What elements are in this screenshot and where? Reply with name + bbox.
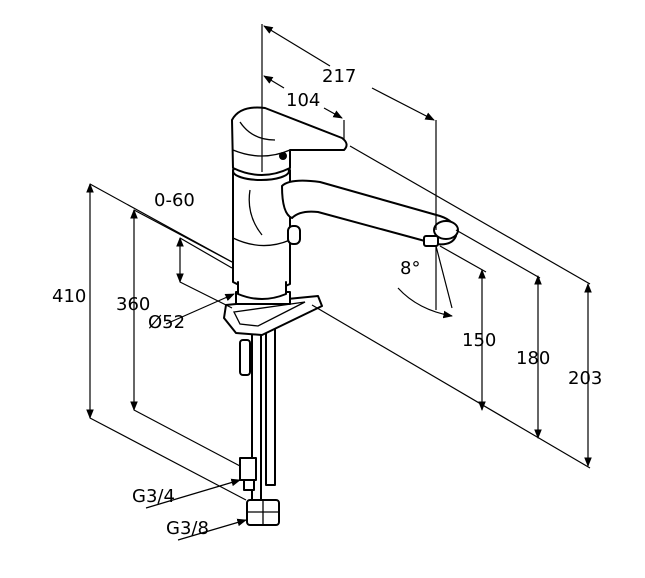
dim-swivel: 0-60 [154,190,195,211]
dim-outlet-180: 180 [516,348,550,369]
lever-handle [231,106,348,176]
faucet [223,106,459,526]
dimension-labels: 217 104 0-60 410 360 Ø52 8° 150 180 203 … [52,66,602,539]
thread-label-a: G3/4 [132,486,175,507]
supply-hoses [239,314,280,526]
dim-reach-lever: 104 [286,90,320,111]
dim-angle: 8° [400,258,420,279]
dim-diameter: Ø52 [148,312,185,333]
spout [281,179,459,247]
dim-outlet-150: 150 [462,330,496,351]
dim-height-total: 410 [52,286,86,307]
dimension-lines [86,24,592,541]
indicator-dot [279,152,287,160]
thread-label-b: G3/8 [166,518,209,539]
dim-reach-total: 217 [322,66,356,87]
dim-outlet-203: 203 [568,368,602,389]
dim-height-under: 360 [116,294,150,315]
